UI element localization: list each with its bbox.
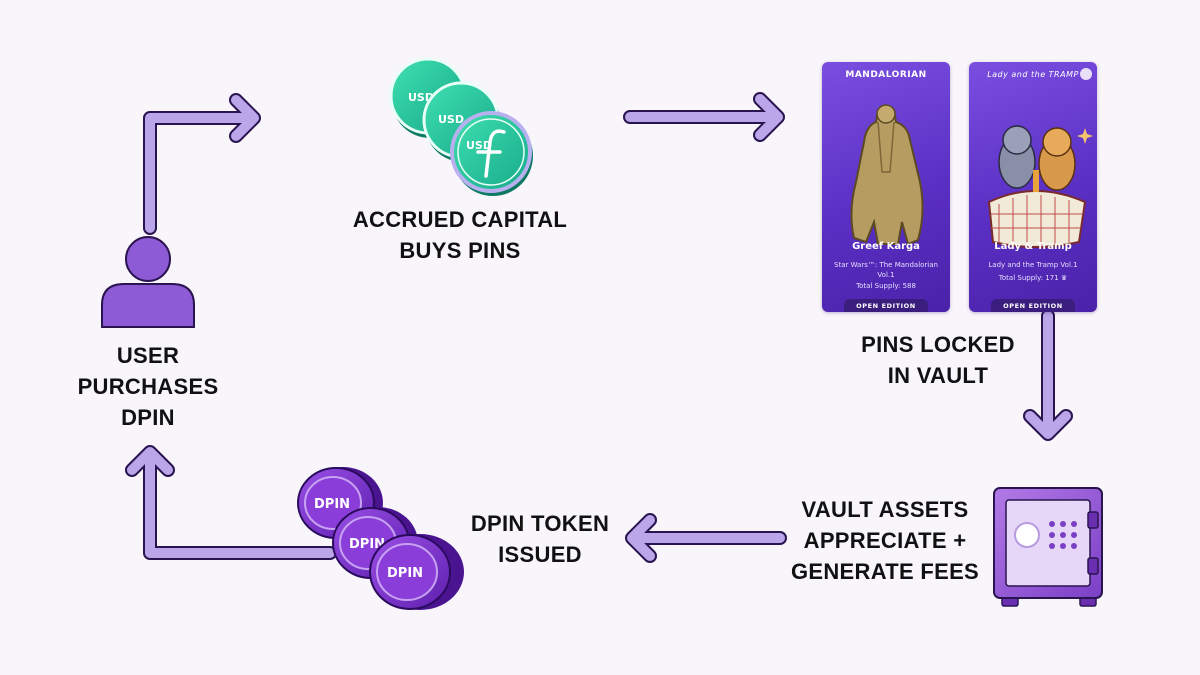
dpin-coin-label-2: DPIN	[349, 537, 385, 552]
card-edition-badge: OPEN EDITION	[844, 299, 928, 312]
dpin-coins-icon: DPIN DPIN DPIN	[297, 467, 464, 610]
usd-coins-icon: USD USD USD	[389, 57, 533, 196]
card-series: Lady and the Tramp Vol.1	[988, 261, 1078, 269]
card-brand: Lady and the TRAMP	[987, 70, 1079, 79]
card-brand: MANDALORIAN	[845, 70, 927, 80]
label-dpin-token-issued: DPIN TOKEN ISSUED	[470, 511, 610, 567]
card-edition-badge: OPEN EDITION	[991, 299, 1075, 312]
card-supply: Total Supply: 588	[856, 282, 916, 290]
greef-karga-pin-art	[850, 104, 924, 246]
label-accrued-capital: ACCRUED CAPITAL BUYS PINS	[352, 207, 568, 263]
arrow-pins-to-vault	[1023, 309, 1073, 441]
card-name: Lady & Tramp	[994, 241, 1072, 252]
usd-coin-label-3: USD	[466, 139, 492, 152]
arrow-vault-to-token	[625, 513, 787, 563]
usd-coin-label-1: USD	[408, 91, 434, 104]
dpin-coin-label-3: DPIN	[387, 566, 423, 581]
arrow-capital-to-pins	[623, 92, 785, 142]
crown-icon: ♛	[1060, 274, 1068, 282]
label-vault-assets: VAULT ASSETS APPRECIATE + GENERATE FEES	[790, 497, 980, 584]
arrow-token-to-user	[125, 445, 337, 560]
pin-card-greef-karga: MANDALORIAN Greef Karga Star Wars™: The …	[822, 62, 950, 312]
user-icon	[101, 236, 195, 328]
usd-coin-label-2: USD	[438, 113, 464, 126]
vault-safe-icon	[993, 487, 1103, 607]
dpin-coin-label-1: DPIN	[314, 497, 350, 512]
card-settings-icon	[1080, 68, 1092, 80]
pin-card-lady-tramp: Lady and the TRAMP Lady & Tramp Lady and…	[969, 62, 1097, 312]
card-supply: Total Supply: 171 ♛	[969, 274, 1097, 282]
arrow-user-to-capital	[143, 93, 261, 235]
label-pins-locked: PINS LOCKED IN VAULT	[861, 332, 1015, 388]
card-supply-text: Total Supply: 171	[998, 274, 1059, 282]
card-series: Star Wars™: The Mandalorian Vol.1	[834, 261, 938, 279]
card-name: Greef Karga	[852, 241, 920, 252]
label-user-purchases: USER PURCHASES DPIN	[77, 343, 219, 430]
lady-tramp-pin-art	[987, 68, 1093, 248]
